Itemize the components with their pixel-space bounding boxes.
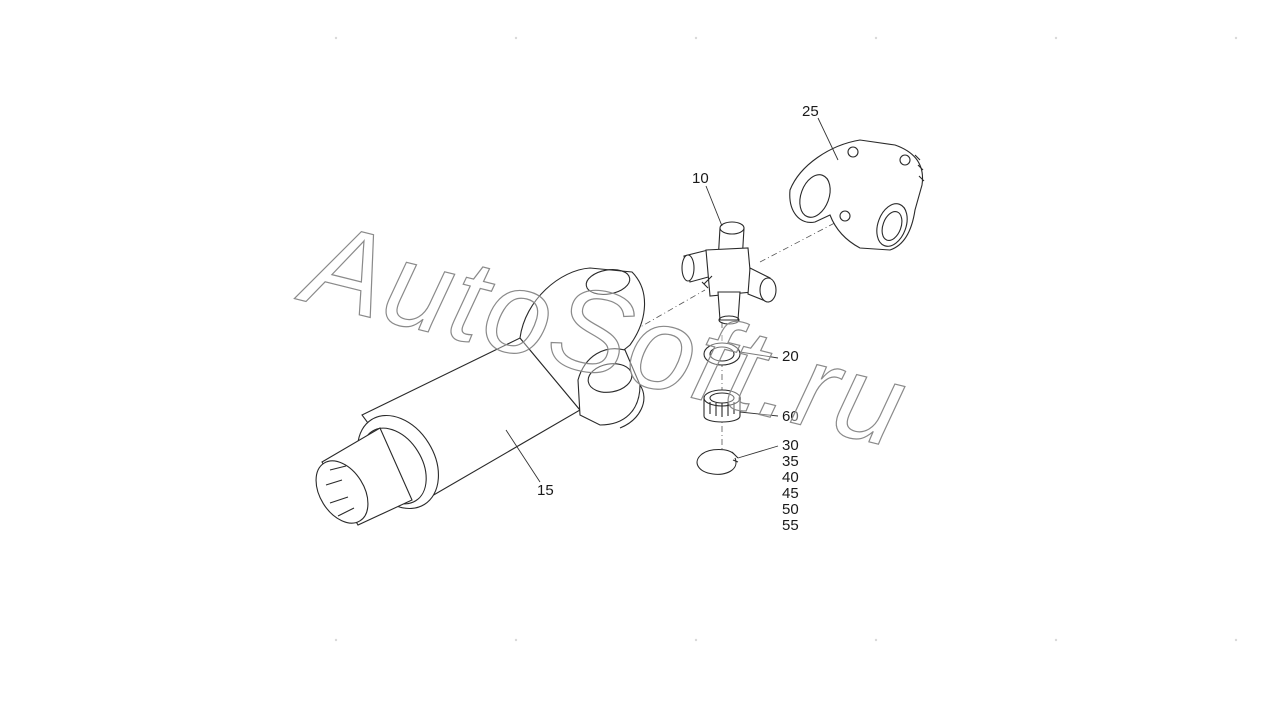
- assembly-axis-line: [599, 214, 851, 351]
- label-part-50: 50: [782, 501, 799, 518]
- label-part-10: 10: [692, 170, 709, 187]
- label-part-15: 15: [537, 482, 554, 499]
- flange-yoke-icon: [789, 139, 925, 251]
- snap-ring-icon: [696, 448, 739, 475]
- registration-dots: [334, 36, 1238, 642]
- cross-spider-icon: [681, 221, 777, 325]
- label-part-20: 20: [782, 348, 799, 365]
- label-part-35: 35: [782, 453, 799, 470]
- label-part-25: 25: [802, 103, 819, 120]
- label-part-40: 40: [782, 469, 799, 486]
- splined-shaft-yoke-icon: [315, 267, 646, 526]
- label-part-45: 45: [782, 485, 799, 502]
- label-part-30: 30: [782, 437, 799, 454]
- label-part-55: 55: [782, 517, 799, 534]
- label-part-60: 60: [782, 408, 799, 425]
- seal-ring-icon: [703, 342, 741, 366]
- leader-lines: [505, 117, 839, 483]
- needle-bearing-cup-icon: [703, 389, 741, 423]
